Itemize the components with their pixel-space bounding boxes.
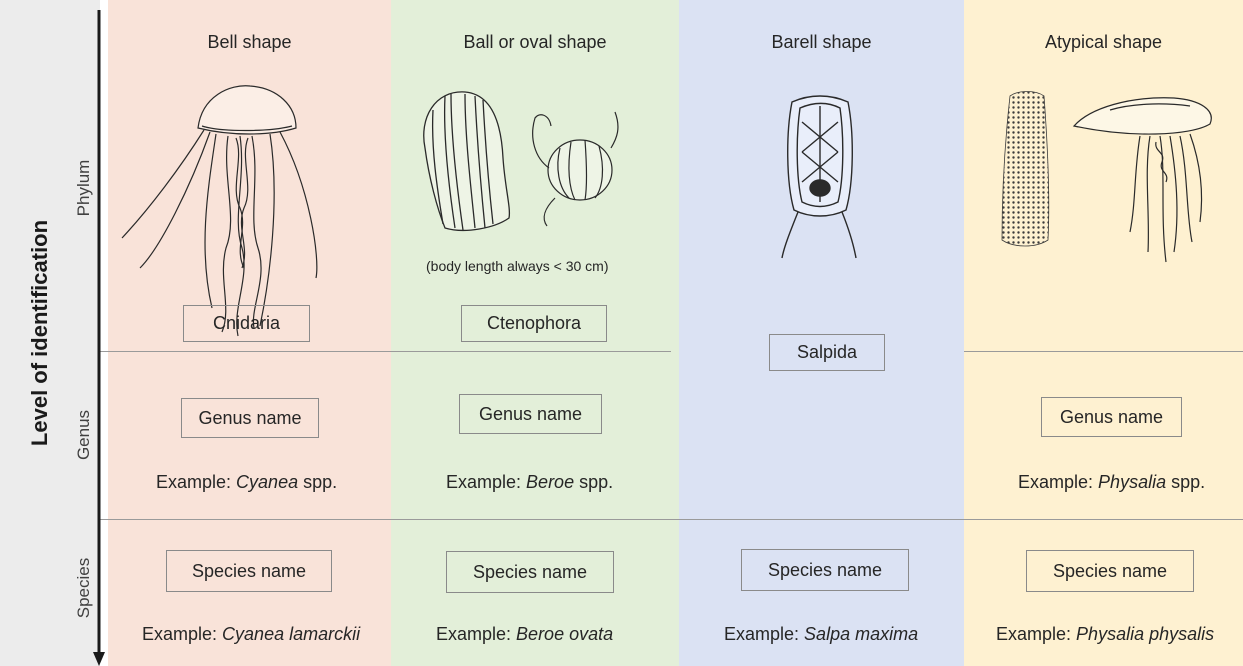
species-example: Example: Cyanea lamarckii bbox=[142, 624, 360, 645]
axis-arrow-icon bbox=[92, 10, 106, 666]
species-box: Species name bbox=[446, 551, 614, 593]
level-label-genus: Genus bbox=[74, 410, 94, 460]
phylum-box-ctenophora: Ctenophora bbox=[461, 305, 607, 342]
species-example: Example: Physalia physalis bbox=[996, 624, 1214, 645]
salp-illustration bbox=[780, 92, 860, 262]
column-title: Barell shape bbox=[679, 32, 964, 53]
level-axis-sidebar: Level of identification Phylum Genus Spe… bbox=[0, 0, 100, 666]
species-example: Example: Beroe ovata bbox=[436, 624, 613, 645]
genus-box: Genus name bbox=[459, 394, 602, 434]
level-label-species: Species bbox=[74, 558, 94, 618]
phylum-box-cnidaria: Cnidaria bbox=[183, 305, 310, 342]
divider-phylum-genus-left bbox=[100, 351, 671, 352]
species-example: Example: Salpa maxima bbox=[724, 624, 918, 645]
species-box: Species name bbox=[741, 549, 909, 591]
genus-box: Genus name bbox=[1041, 397, 1182, 437]
divider-genus-species bbox=[100, 519, 1243, 520]
physalia-illustration bbox=[1070, 92, 1220, 272]
level-label-phylum: Phylum bbox=[74, 160, 94, 217]
divider-phylum-genus-right bbox=[964, 351, 1243, 352]
comb-jelly-illustration bbox=[525, 108, 625, 228]
column-title: Bell shape bbox=[108, 32, 391, 53]
axis-title: Level of identification bbox=[27, 220, 53, 446]
beroe-illustration bbox=[415, 88, 525, 238]
jellyfish-illustration bbox=[120, 78, 320, 340]
pyrosome-illustration bbox=[996, 90, 1056, 250]
phylum-box-salpida: Salpida bbox=[769, 334, 885, 371]
genus-example: Example: Beroe spp. bbox=[446, 472, 613, 493]
genus-box: Genus name bbox=[181, 398, 319, 438]
column-title: Atypical shape bbox=[964, 32, 1243, 53]
species-box: Species name bbox=[166, 550, 332, 592]
genus-example: Example: Cyanea spp. bbox=[156, 472, 337, 493]
genus-example: Example: Physalia spp. bbox=[1018, 472, 1205, 493]
size-note: (body length always < 30 cm) bbox=[426, 258, 608, 274]
species-box: Species name bbox=[1026, 550, 1194, 592]
column-title: Ball or oval shape bbox=[391, 32, 679, 53]
